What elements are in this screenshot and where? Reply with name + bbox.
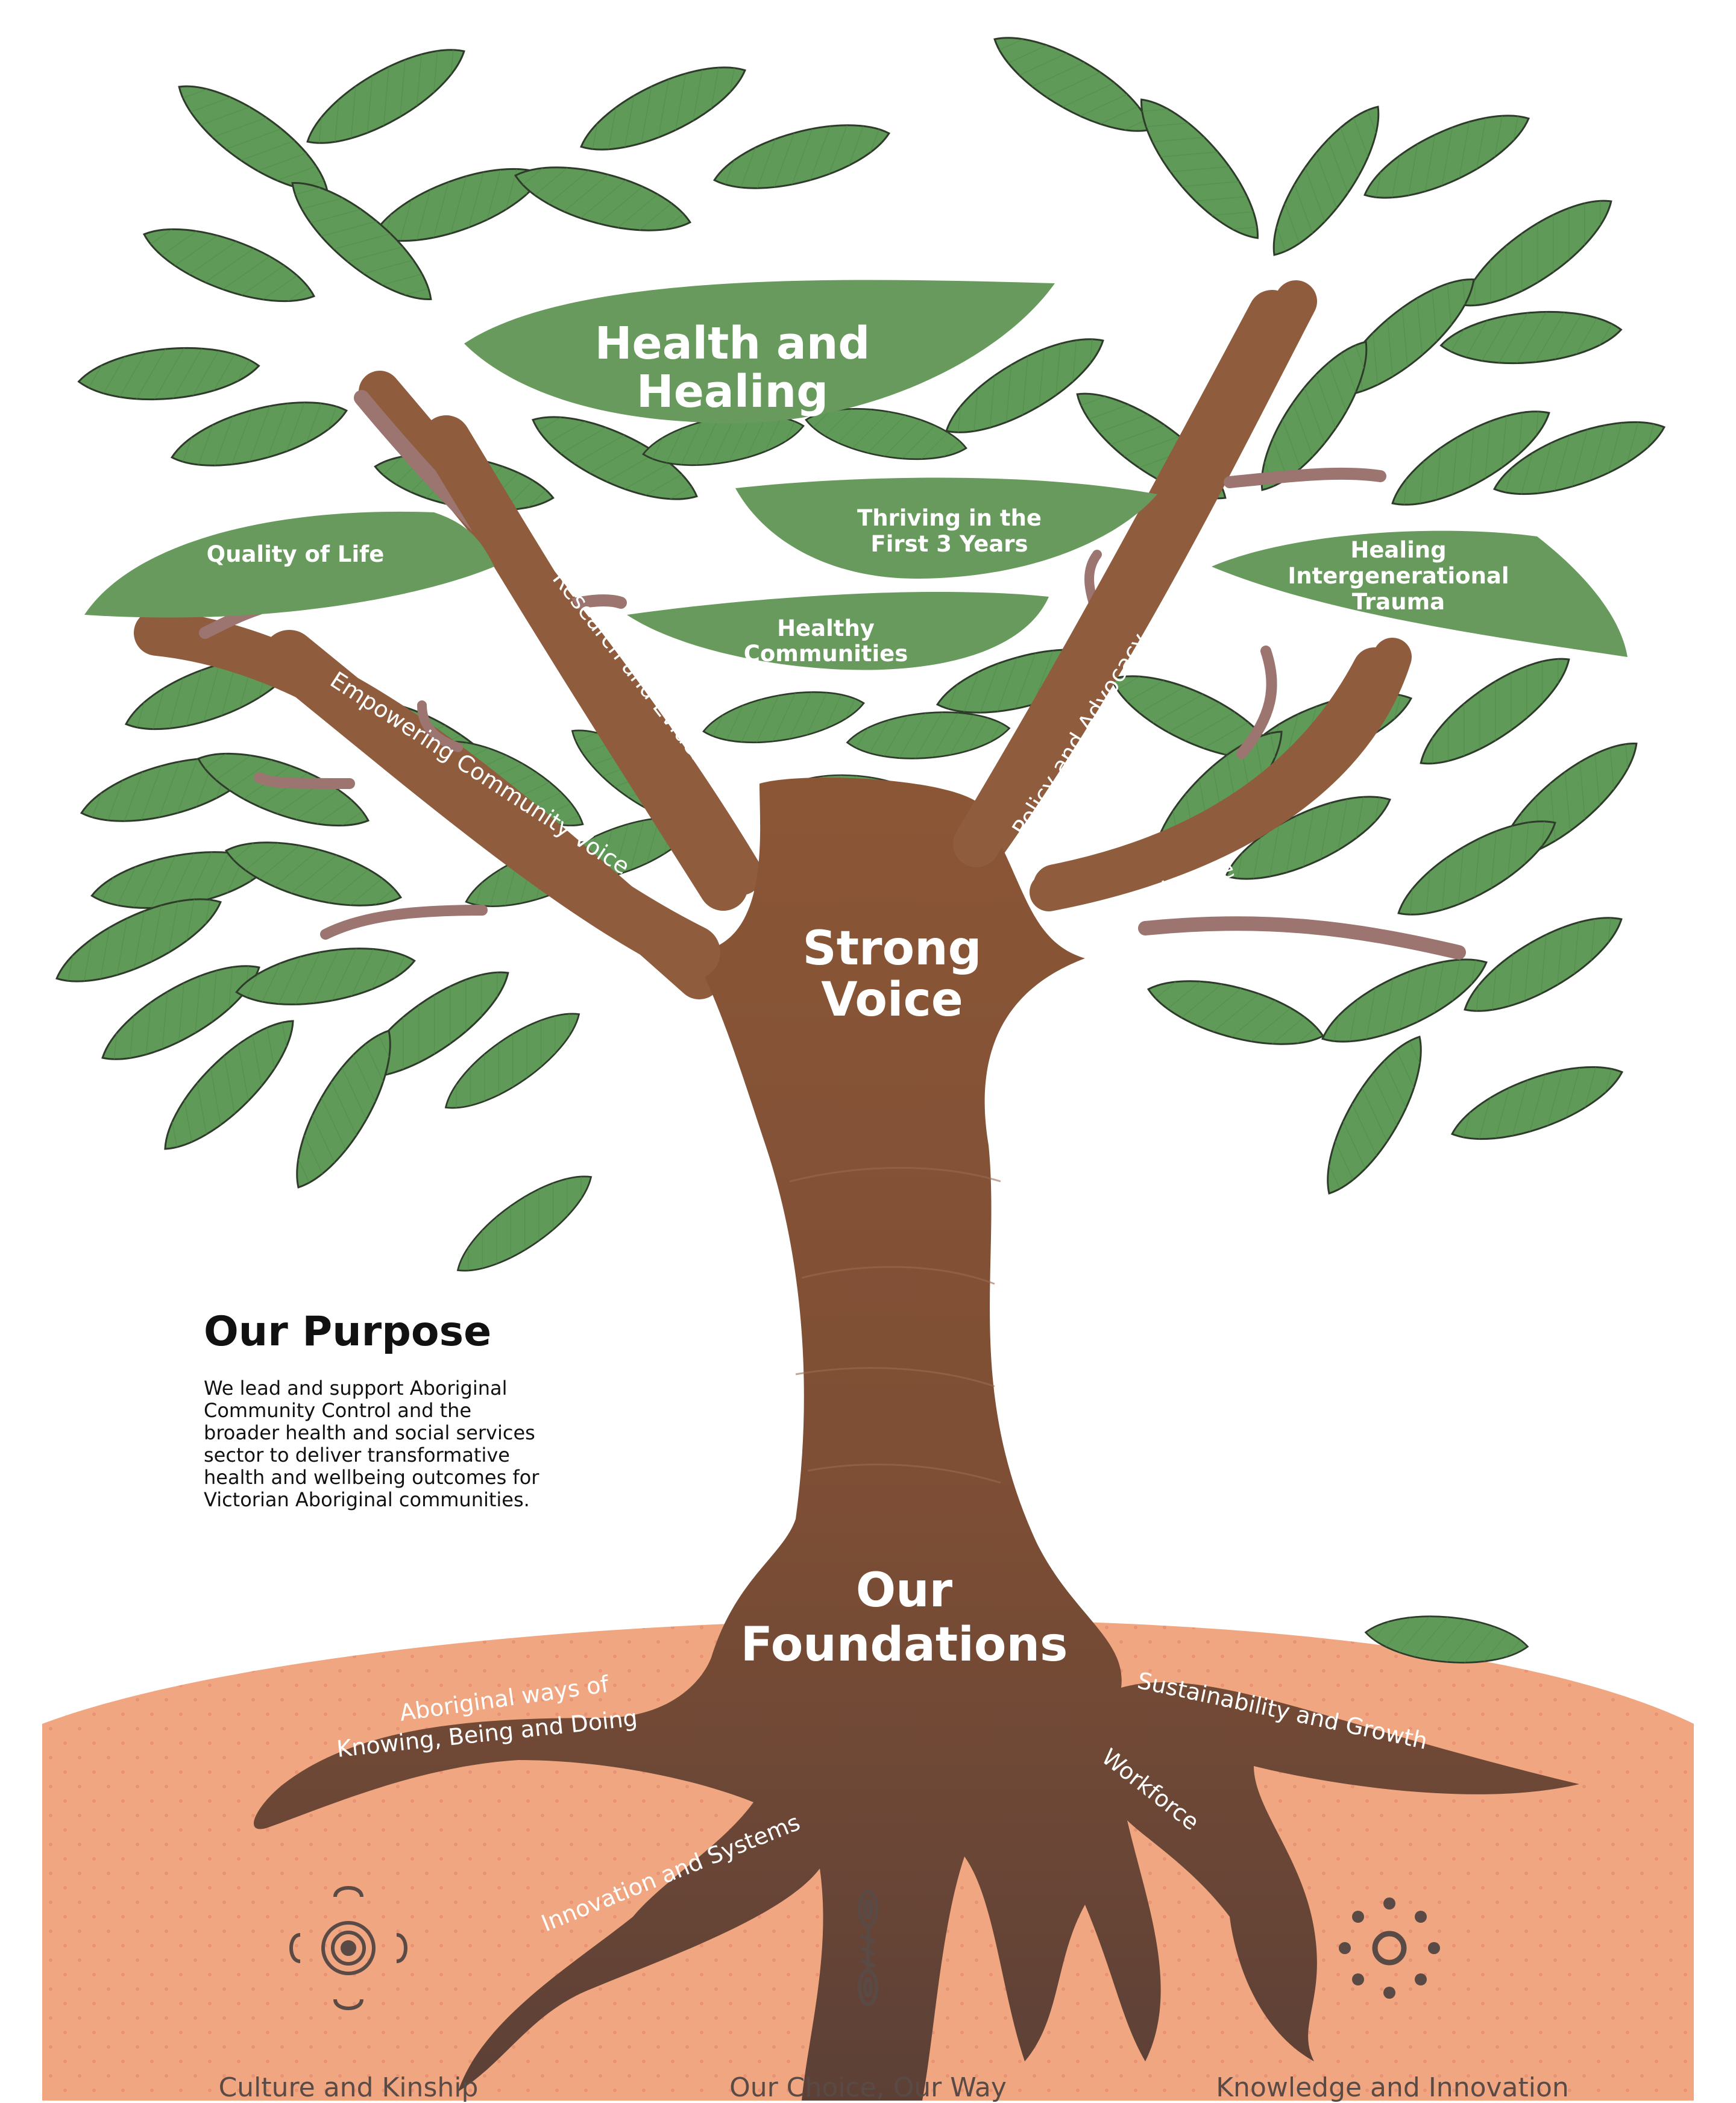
thriving-line-2: First 3 Years [870, 531, 1028, 557]
purpose-line: We lead and support Aboriginal [204, 1377, 508, 1400]
pillar-knowledge-label: Knowledge and Innovation [1216, 2072, 1569, 2103]
healing-trauma-line-1: Healing [1350, 537, 1446, 563]
leaf-quality-of-life [84, 511, 494, 618]
healing-trauma-line-2: Intergenerational [1288, 563, 1509, 589]
leaf-thriving [735, 477, 1157, 579]
purpose-text: We lead and support Aboriginal Community… [204, 1377, 662, 1511]
meeting-place-icon [289, 1886, 407, 2010]
purpose-title: Our Purpose [204, 1308, 492, 1356]
strong-voice-line-2: Voice [821, 973, 963, 1027]
our-foundations-line-1: Our [856, 1564, 953, 1618]
label-leaves [84, 280, 1628, 670]
purpose-line: sector to deliver transformative [204, 1444, 510, 1466]
leaf-healthy-communities [627, 591, 1049, 670]
trunk [254, 778, 1579, 2101]
footprint-track-icon [858, 1890, 878, 2006]
purpose-section: Our Purpose We lead and support Aborigin… [204, 1308, 662, 1511]
leaf-healing-trauma [1212, 530, 1628, 657]
healing-trauma-line-3: Trauma [1352, 589, 1445, 615]
quality-of-life-label: Quality of Life [207, 541, 385, 567]
sun-circle-icon [1339, 1897, 1440, 1999]
purpose-line: Community Control and the [204, 1399, 472, 1422]
purpose-line: health and wellbeing outcomes for [204, 1466, 539, 1489]
our-foundations-line-2: Foundations [741, 1618, 1068, 1672]
healthy-communities-line-2: Communities [744, 641, 908, 667]
pillar-choice-label: Our Choice, Our Way [729, 2072, 1007, 2103]
strong-voice-line-1: Strong [803, 922, 982, 976]
purpose-line: Victorian Aboriginal communities. [204, 1488, 530, 1511]
healthy-communities-line-1: Healthy [777, 615, 875, 641]
purpose-line: broader health and social services [204, 1421, 535, 1444]
pillar-culture-label: Culture and Kinship [218, 2072, 479, 2103]
health-healing-line-2: Healing [637, 366, 828, 418]
health-healing-line-1: Health and [595, 318, 870, 369]
thriving-line-1: Thriving in the [857, 505, 1042, 531]
leaf-health-and-healing [464, 280, 1055, 424]
